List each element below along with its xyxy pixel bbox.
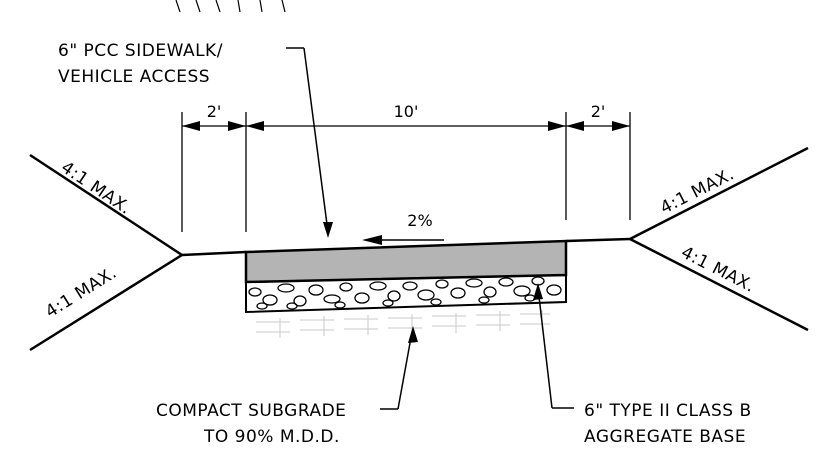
dim-right-offset: 2' xyxy=(591,102,606,121)
aggregate-base xyxy=(245,273,567,314)
top-crop-hatch xyxy=(175,0,286,13)
slope-label: 2% xyxy=(407,211,432,230)
lower-left-slope-label: 4:1 MAX. xyxy=(42,263,121,322)
dim-sidewalk-width: 10' xyxy=(394,102,419,121)
sidewalk-callout-line2: VEHICLE ACCESS xyxy=(58,67,210,87)
lower-right-slope xyxy=(629,237,809,332)
pcc-sidewalk-slab xyxy=(244,239,568,284)
subgrade-hatch xyxy=(256,310,550,338)
shoulder-lines xyxy=(181,237,631,257)
extension-lines xyxy=(181,112,631,232)
aggregate-callout-line2: AGGREGATE BASE xyxy=(584,427,746,447)
slope-arrow xyxy=(362,235,444,245)
leader-arrowheads xyxy=(323,222,543,343)
aggregate-callout-line1: 6" TYPE II CLASS B xyxy=(584,401,752,421)
sidewalk-callout-line1: 6" PCC SIDEWALK/ xyxy=(58,41,223,61)
subgrade-callout-line2: TO 90% M.D.D. xyxy=(203,427,340,447)
side-slope-lines xyxy=(29,146,809,352)
upper-left-slope xyxy=(29,153,183,257)
upper-right-slope xyxy=(629,146,809,241)
dimension-arrows xyxy=(182,121,630,131)
leader-lines xyxy=(286,47,574,410)
lower-left-slope xyxy=(29,253,183,352)
dim-left-offset: 2' xyxy=(207,102,222,121)
subgrade-callout-line1: COMPACT SUBGRADE xyxy=(156,401,346,421)
upper-left-slope-label: 4:1 MAX. xyxy=(57,158,135,219)
